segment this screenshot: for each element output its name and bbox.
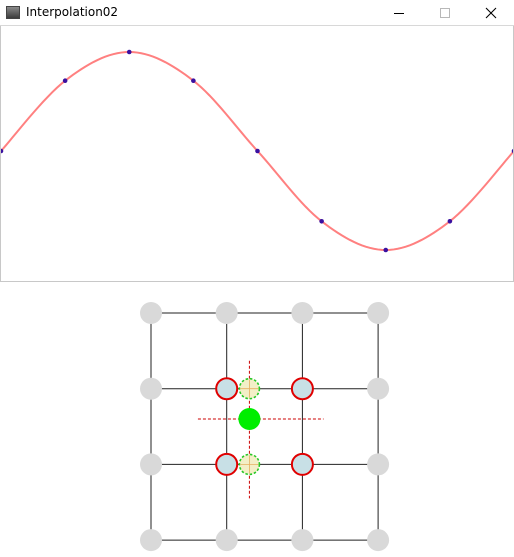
grid-node (367, 529, 390, 552)
grid-node (367, 453, 390, 476)
interpolation-grid (140, 302, 390, 552)
control-point (255, 148, 260, 154)
grid-node (140, 453, 162, 476)
grid-node (367, 377, 390, 400)
grid-panel (0, 282, 514, 552)
highlighted-node (215, 452, 239, 476)
grid-node (215, 302, 238, 324)
minimize-button[interactable] (376, 0, 422, 26)
control-point (191, 78, 196, 84)
interpolation-curve-chart (1, 49, 513, 253)
control-point (126, 49, 132, 55)
control-point (447, 218, 453, 224)
maximize-icon (440, 8, 450, 18)
control-point (511, 148, 513, 154)
highlighted-node (215, 377, 239, 401)
close-icon (485, 7, 497, 19)
maximize-button[interactable] (422, 0, 468, 26)
curve-panel (0, 26, 514, 282)
control-point (62, 78, 68, 84)
grid-node (367, 302, 390, 324)
close-button[interactable] (468, 0, 514, 26)
highlighted-node (290, 452, 314, 476)
window-title: Interpolation02 (26, 5, 119, 19)
app-icon (6, 6, 20, 19)
grid-node (215, 529, 238, 552)
grid-node (291, 529, 314, 552)
grid-node (140, 377, 162, 400)
minimize-icon (394, 13, 404, 14)
interpolated-point (238, 407, 261, 430)
control-point (319, 218, 324, 224)
highlighted-node (290, 377, 314, 401)
control-point (1, 148, 4, 154)
grid-node (291, 302, 314, 324)
grid-node (140, 529, 162, 552)
grid-node (140, 302, 162, 324)
control-point (383, 247, 389, 253)
title-bar: Interpolation02 (0, 0, 514, 26)
